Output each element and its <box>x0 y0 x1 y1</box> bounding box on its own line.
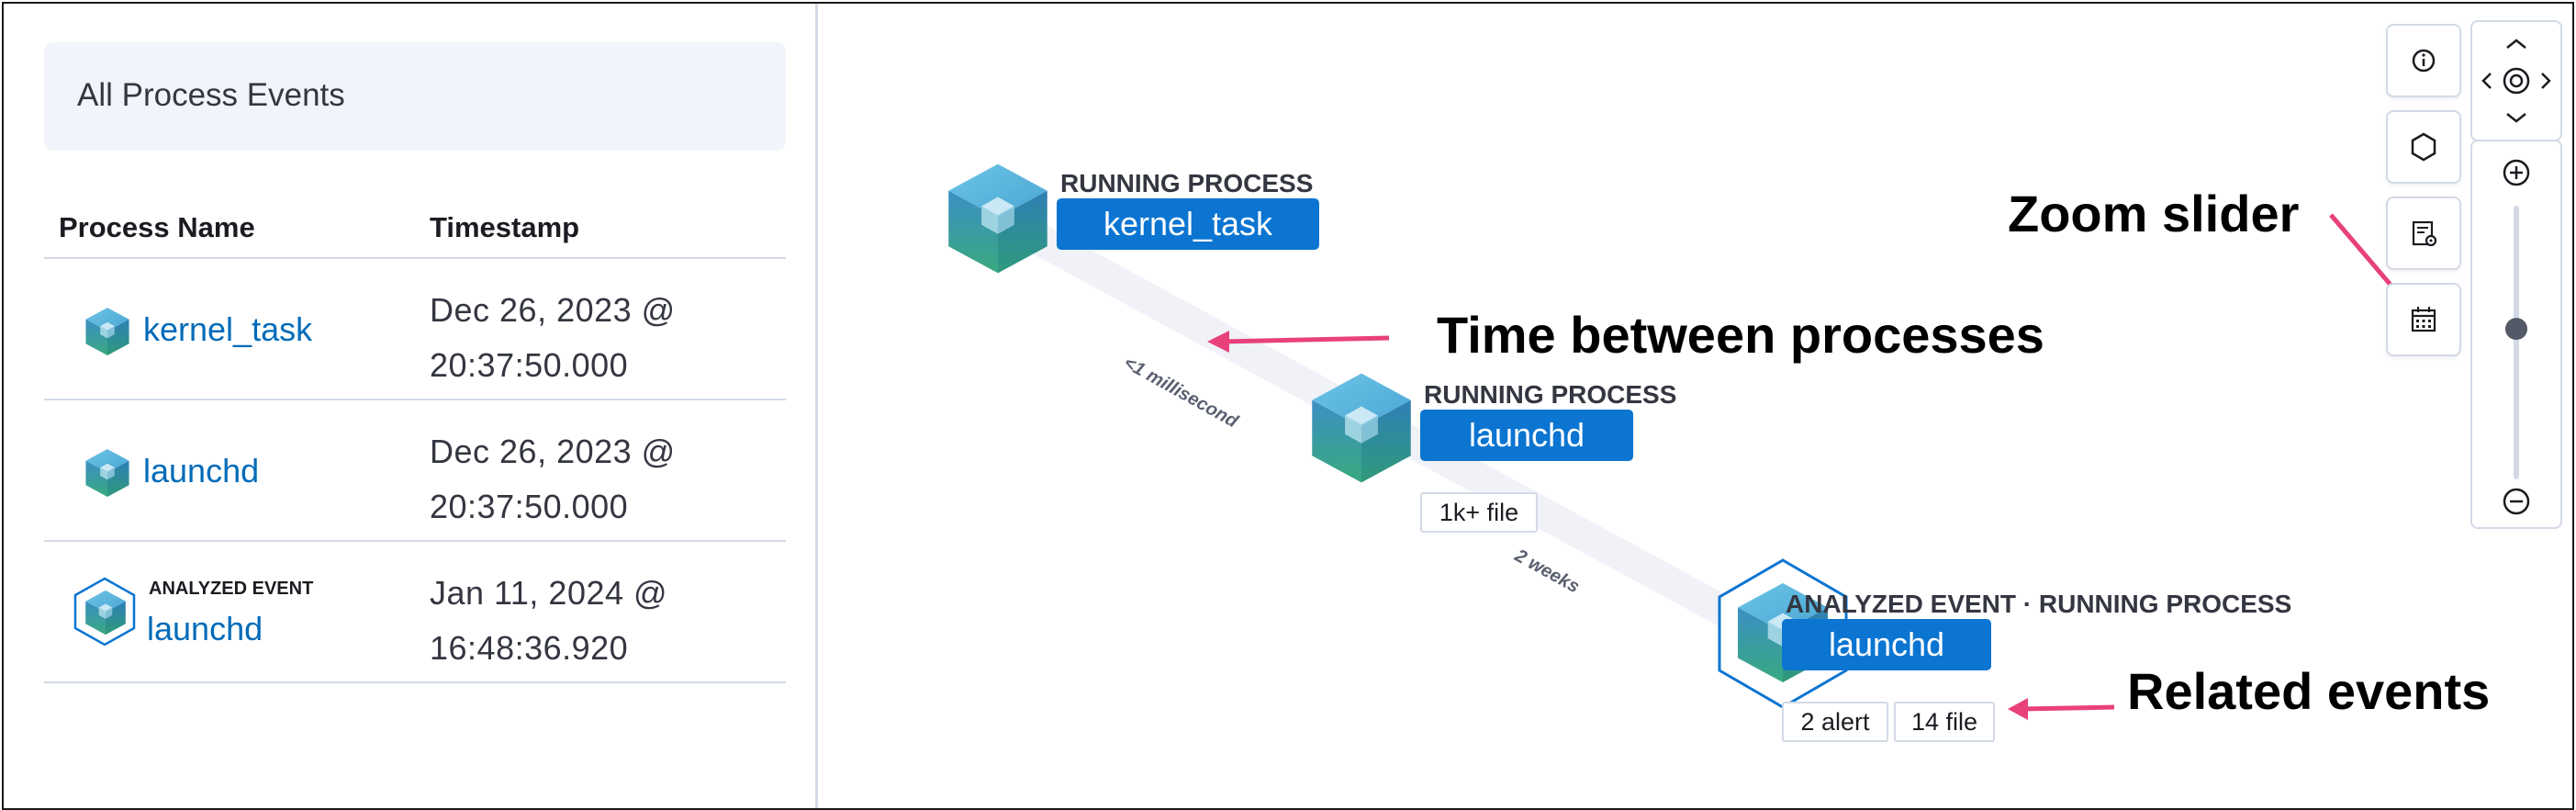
timestamp: Dec 26, 2023 @ 20:37:50.000 <box>430 424 676 534</box>
timestamp-time: 20:37:50.000 <box>430 346 629 384</box>
row-divider <box>44 399 786 400</box>
node-legend-button[interactable] <box>2386 110 2461 184</box>
related-events-pill[interactable]: 14 file <box>1894 702 1995 742</box>
node-type-label: RUNNING PROCESS <box>1424 380 1677 409</box>
node-name-button[interactable]: launchd <box>1782 619 1991 670</box>
table-row[interactable]: kernel_task Dec 26, 2023 @ 20:37:50.000 <box>44 259 786 399</box>
chevron-right-icon[interactable] <box>2541 73 2551 89</box>
table-row[interactable]: ANALYZED EVENT launchd Jan 11, 2024 @ 16… <box>44 542 786 681</box>
chevron-up-icon[interactable] <box>2506 39 2526 49</box>
process-cube-icon <box>84 448 130 498</box>
timestamp-date: Jan 11, 2024 @ <box>430 574 668 612</box>
node-name-button[interactable]: kernel_task <box>1057 198 1319 250</box>
info-button[interactable] <box>2386 24 2461 97</box>
zoom-out-icon[interactable] <box>2503 488 2530 515</box>
arrowhead-time-between <box>1207 331 1229 353</box>
table-settings-icon <box>2412 220 2437 247</box>
info-icon <box>2412 49 2436 73</box>
process-name-link[interactable]: launchd <box>143 452 260 489</box>
zoom-slider-thumb[interactable] <box>2505 318 2527 341</box>
center-target-icon[interactable] <box>2503 67 2530 95</box>
calendar-icon <box>2411 307 2436 332</box>
related-events-pill[interactable]: 1k+ file <box>1420 492 1538 533</box>
column-header-timestamp[interactable]: Timestamp <box>430 211 580 243</box>
analyzed-event-tag: ANALYZED EVENT <box>149 579 314 599</box>
analyzed-hexagon-icon <box>73 577 136 647</box>
annotation-zoom-slider: Zoom slider <box>2008 185 2300 242</box>
timestamp-date: Dec 26, 2023 @ <box>430 291 676 329</box>
header-divider <box>44 257 786 259</box>
analyzed-process-cube-icon <box>84 590 127 636</box>
node-type-label: ANALYZED EVENT · RUNNING PROCESS <box>1786 590 2292 618</box>
process-name-link[interactable]: launchd <box>147 610 263 647</box>
timestamp: Dec 26, 2023 @ 20:37:50.000 <box>430 283 676 393</box>
annotation-related-events: Related events <box>2127 662 2491 720</box>
arrow-related-events <box>2020 704 2115 712</box>
timestamp-date: Dec 26, 2023 @ <box>430 433 676 470</box>
hexagon-icon <box>2411 132 2436 162</box>
zoom-control-canvas <box>2503 159 2530 515</box>
timestamp: Jan 11, 2024 @ 16:48:36.920 <box>430 566 667 676</box>
process-cube-icon <box>84 307 130 356</box>
related-events-pill[interactable]: 2 alert <box>1782 702 1888 742</box>
pan-controls <box>2470 20 2562 141</box>
table-row[interactable]: launchd Dec 26, 2023 @ 20:37:50.000 <box>44 400 786 540</box>
timestamp-time: 16:48:36.920 <box>430 629 629 667</box>
node-type-label: RUNNING PROCESS <box>1060 169 1314 197</box>
zoom-control <box>2470 140 2562 529</box>
settings-button[interactable] <box>2386 197 2461 270</box>
process-tree-graph[interactable]: <1 millisecond 2 weeks RUNNING PROCESS k… <box>818 4 2572 808</box>
row-divider <box>44 681 786 683</box>
arrowhead-related-events <box>2008 698 2028 720</box>
column-header-process-name[interactable]: Process Name <box>59 211 255 243</box>
process-cube-icon[interactable] <box>1310 371 1413 485</box>
arrow-time-between <box>1221 335 1390 344</box>
pan-controls-canvas <box>2481 39 2551 123</box>
timestamp-time: 20:37:50.000 <box>430 488 629 525</box>
process-name-link[interactable]: kernel_task <box>143 310 313 348</box>
panel-header: All Process Events <box>44 42 786 151</box>
date-picker-button[interactable] <box>2386 283 2461 356</box>
panel-title: All Process Events <box>77 77 345 113</box>
zoom-in-icon[interactable] <box>2503 159 2530 186</box>
annotation-time-between: Time between processes <box>1437 306 2044 364</box>
row-divider <box>44 540 786 542</box>
process-events-panel: All Process Events Process Name Timestam… <box>4 4 818 808</box>
process-cube-icon[interactable] <box>946 162 1049 276</box>
chevron-down-icon[interactable] <box>2506 113 2526 123</box>
chevron-left-icon[interactable] <box>2481 73 2492 89</box>
zoom-slider-track[interactable] <box>2514 206 2519 479</box>
node-name-button[interactable]: launchd <box>1420 410 1633 461</box>
